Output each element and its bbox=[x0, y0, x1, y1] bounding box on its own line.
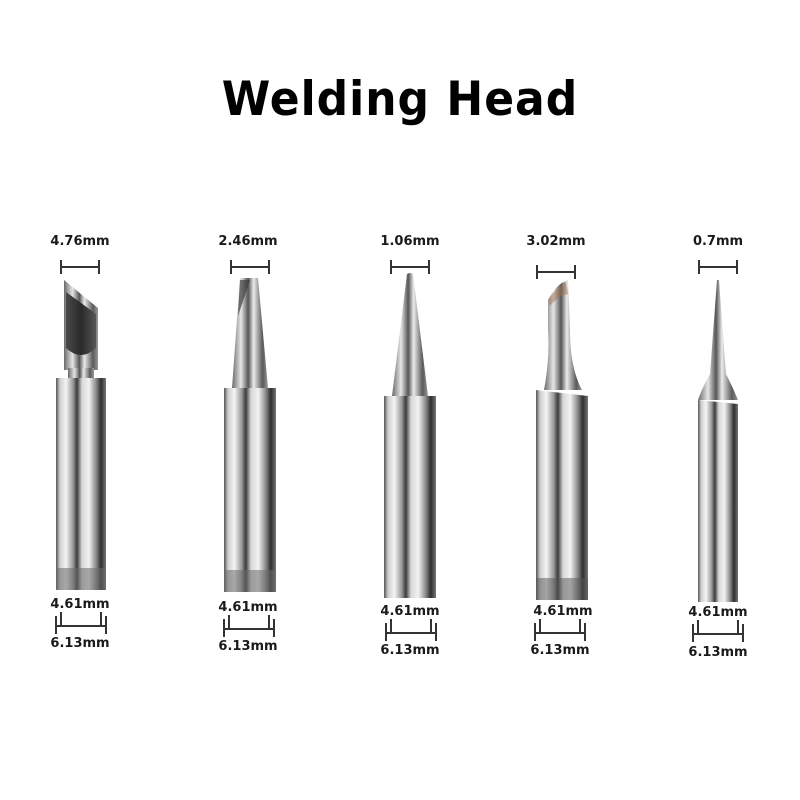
tip-width-label: 1.06mm bbox=[380, 234, 440, 249]
diameter-dimension bbox=[55, 612, 107, 634]
conical-tip-icon bbox=[384, 273, 436, 598]
outer-diameter-label: 6.13mm bbox=[218, 639, 278, 654]
tip-width-label: 2.46mm bbox=[218, 234, 278, 249]
outer-diameter-label: 6.13mm bbox=[530, 643, 590, 658]
outer-diameter-label: 6.13mm bbox=[50, 636, 110, 651]
diameter-dimension bbox=[692, 620, 744, 642]
tip-width-dimension bbox=[698, 260, 738, 274]
tip-width-label: 4.76mm bbox=[50, 234, 110, 249]
diameter-dimension bbox=[534, 619, 586, 641]
bent-tip-icon bbox=[536, 280, 588, 600]
diameter-dimension bbox=[223, 615, 275, 637]
inner-diameter-label: 4.61mm bbox=[50, 597, 110, 612]
inner-diameter-label: 4.61mm bbox=[380, 604, 440, 619]
tip-width-label: 3.02mm bbox=[526, 234, 586, 249]
outer-diameter-label: 6.13mm bbox=[380, 643, 440, 658]
tip-width-dimension bbox=[390, 260, 430, 274]
chisel-tip-icon bbox=[224, 278, 276, 592]
tip-width-dimension bbox=[60, 260, 100, 274]
tip-width-label: 0.7mm bbox=[692, 234, 744, 249]
knife-tip-icon bbox=[56, 280, 106, 590]
inner-diameter-label: 4.61mm bbox=[688, 605, 748, 620]
inner-diameter-label: 4.61mm bbox=[218, 600, 278, 615]
inner-diameter-label: 4.61mm bbox=[533, 604, 593, 619]
tip-width-dimension bbox=[230, 260, 270, 274]
fine-point-tip-icon bbox=[698, 280, 738, 602]
diameter-dimension bbox=[385, 619, 437, 641]
page-title: Welding Head bbox=[221, 71, 579, 128]
outer-diameter-label: 6.13mm bbox=[688, 645, 748, 660]
tip-width-dimension bbox=[536, 265, 576, 279]
